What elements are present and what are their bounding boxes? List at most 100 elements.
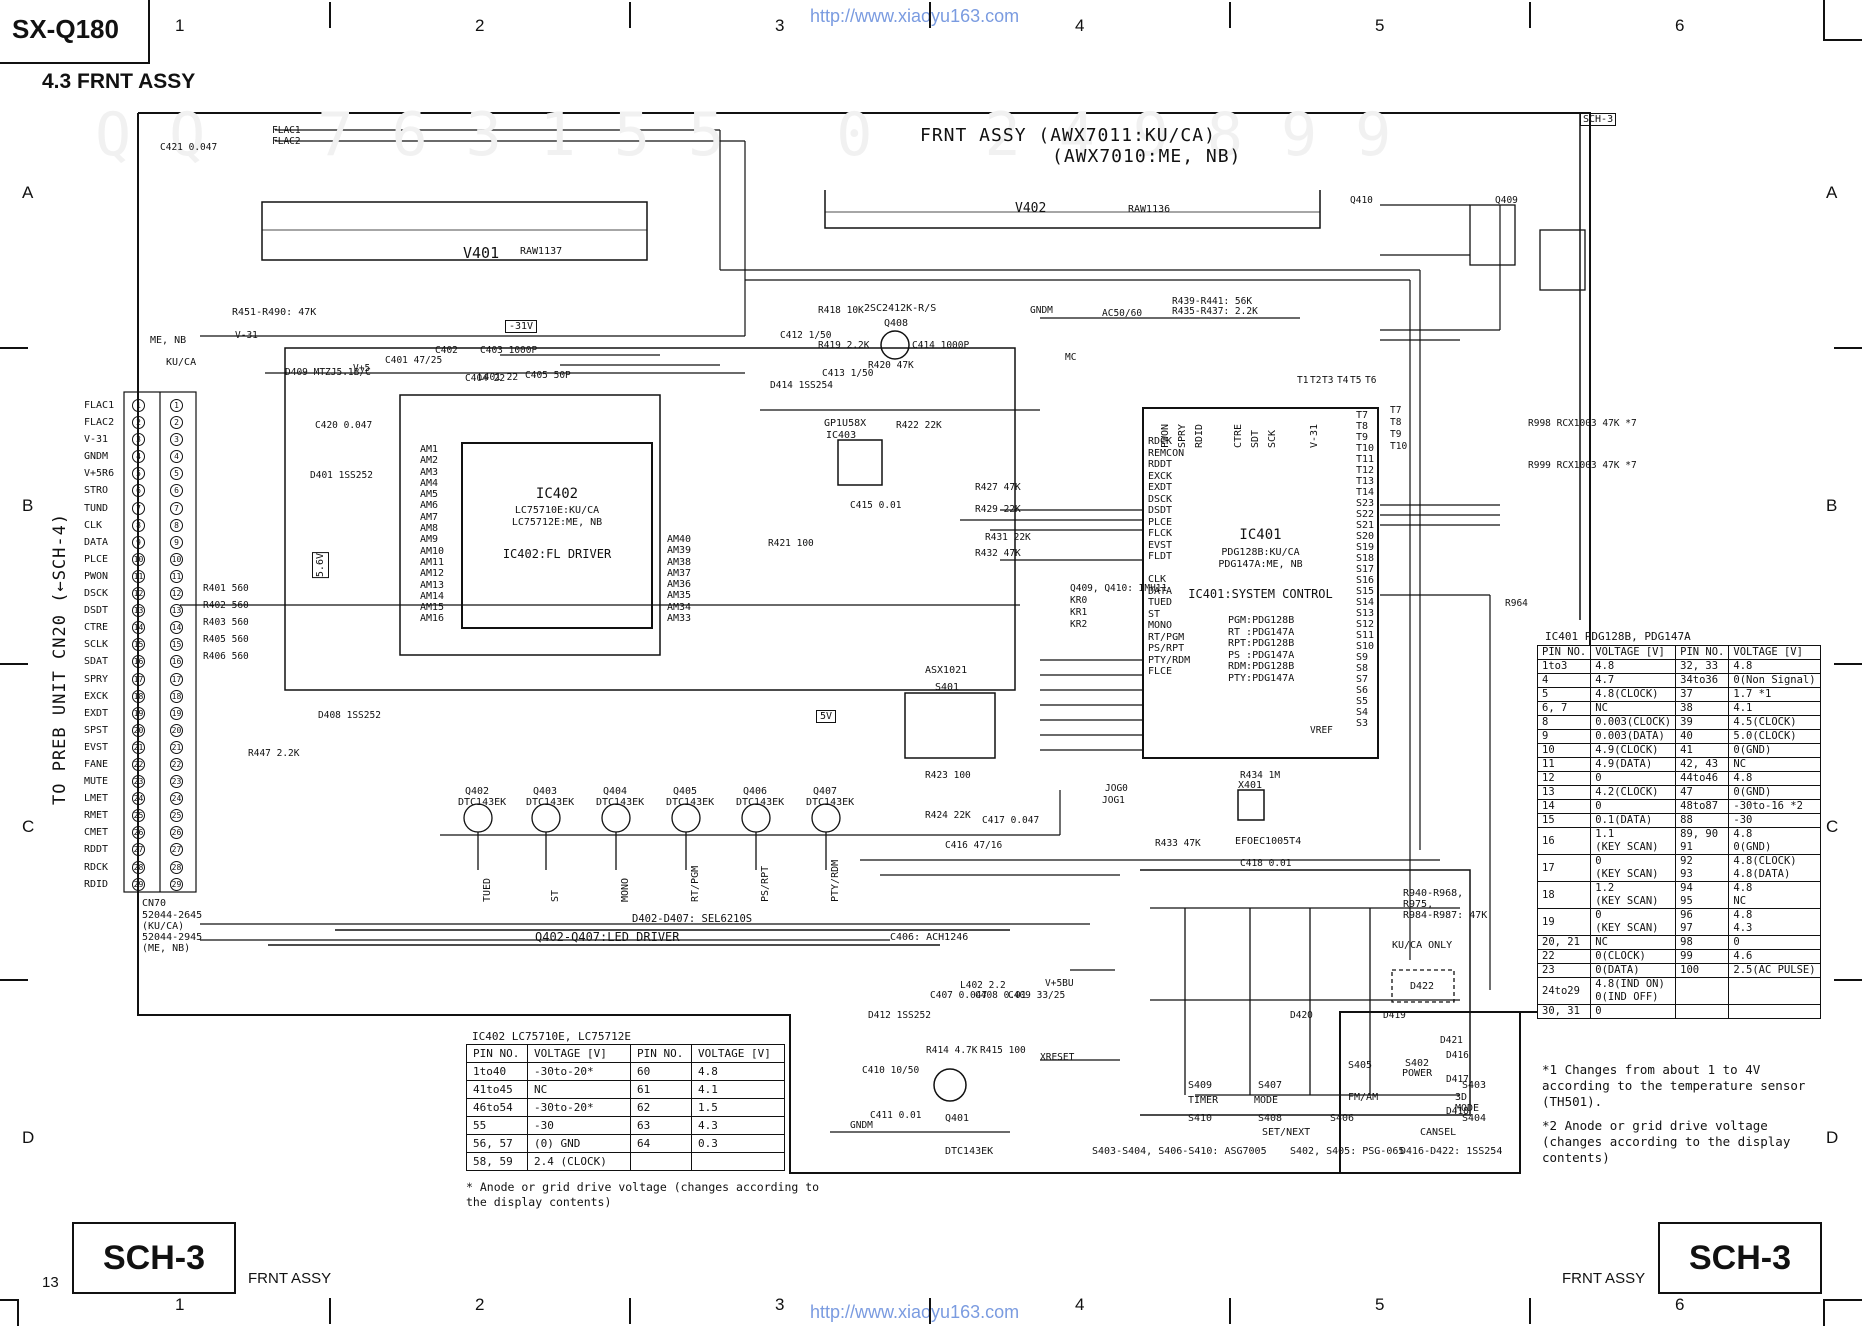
q401-part: DTC143EK	[945, 1146, 994, 1157]
net-label: T2	[1310, 375, 1322, 386]
table-cell: 0 (KEY SCAN)	[1590, 854, 1677, 882]
table-cell: 96 97	[1675, 908, 1730, 936]
table-cell: 1.5	[691, 1098, 785, 1117]
ic401-top-pin-label: SCK	[1267, 429, 1278, 448]
connector-pin-number: 5	[170, 467, 183, 481]
connector-pin-label: TUND	[84, 502, 109, 514]
ic401-pin-label: ST	[1148, 608, 1161, 620]
ic402-pin-label: AM5	[420, 489, 439, 501]
ic401-pin-label: RDCK	[1148, 436, 1173, 447]
connector-pin-number: 28	[170, 860, 183, 874]
table-cell: 2.5(AC PULSE)	[1728, 963, 1821, 978]
grid-col-top-1: 1	[175, 16, 185, 35]
table-cell: 41to45	[466, 1080, 528, 1099]
connector-pin-number: 2	[132, 416, 145, 430]
net-label: FLAC2	[272, 136, 301, 147]
table-cell: 0	[1590, 1004, 1677, 1019]
table-cell: 0	[1590, 799, 1677, 814]
schematic-title-2: (AWX7010:ME, NB)	[1052, 146, 1242, 167]
capacitor-label: L402 2.2	[960, 980, 1006, 991]
connector-pin-label: RDCK	[84, 861, 109, 873]
ic401-pin-label: S9	[1356, 652, 1369, 663]
table-cell: 20, 21	[1536, 935, 1592, 950]
capacitor-label: C411 0.01	[870, 1110, 922, 1121]
ic401-variant-label: RPT:PDG128B	[1228, 638, 1295, 649]
table-cell	[1675, 977, 1730, 1005]
net-label: T9	[1390, 429, 1402, 440]
resistor-label: R427 47K	[975, 482, 1021, 493]
ic401-pin-label: RT/PGM	[1148, 631, 1185, 643]
ic401-pin-label: DATA	[1148, 585, 1173, 597]
ic402-pin-label: AM11	[420, 556, 445, 568]
resistor-label: R414 4.7K	[926, 1045, 978, 1056]
capacitor-label: C408 0.01	[975, 990, 1027, 1001]
v401-name: V401	[463, 244, 500, 262]
url-top[interactable]: http://www.xiaoyu163.com	[810, 6, 1020, 26]
table-cell: 0.3	[691, 1134, 785, 1153]
diode-label: D409 MTZJ5.1B/C	[285, 367, 371, 378]
grid-col-bottom-5: 5	[1375, 1295, 1385, 1314]
table-header-cell: VOLTAGE [V]	[691, 1044, 785, 1063]
s401-part: ASX1021	[925, 665, 968, 676]
table-note: *2 Anode or grid drive voltage (changes …	[1542, 1118, 1791, 1165]
switch-function-label: 3D MODE	[1455, 1092, 1480, 1114]
page-number: 13	[42, 1274, 59, 1291]
connector-pin-number: 15	[132, 638, 145, 652]
capacitor-label: C402	[435, 345, 458, 356]
connector-variant-ku-ca: KU/CA	[166, 357, 197, 368]
diode-label: D418	[1446, 1106, 1469, 1117]
led-signal-label: PS/RPT	[760, 865, 771, 902]
table-cell	[1675, 1004, 1730, 1019]
capacitor-label: C421 0.047	[160, 142, 218, 153]
table-note: *1 Changes from about 1 to 4V according …	[1542, 1062, 1806, 1109]
net-label: T6	[1365, 375, 1377, 386]
grid-col-bottom-6: 6	[1675, 1295, 1685, 1314]
connector-pin-number: 8	[132, 518, 145, 532]
table-cell: NC	[527, 1080, 631, 1099]
resistor-label: R964	[1505, 598, 1528, 609]
connector-pin-number: 10	[170, 552, 183, 566]
connector-pin-label: CMET	[84, 827, 109, 839]
connector-variant-me-nb: ME, NB	[150, 335, 187, 346]
ic401-variant-label: RDM:PDG128B	[1228, 661, 1295, 672]
connector-pin-label: SPRY	[84, 673, 109, 685]
connector-pin-number: 9	[170, 535, 183, 549]
net-label: Q410	[1350, 195, 1373, 206]
ic401-pin-label: S21	[1356, 520, 1375, 531]
connector-pin-number: 26	[132, 826, 145, 840]
voltage-tag-minus31: -31V	[505, 320, 538, 333]
x401-part: EFOEC1005T4	[1235, 836, 1302, 847]
connector-pin-number: 7	[132, 501, 145, 515]
switch-ref: S405	[1348, 1060, 1373, 1071]
ic401-pin-label: S12	[1356, 619, 1375, 630]
diode-label: D414 1SS254	[770, 380, 833, 391]
table-cell: 8	[1536, 715, 1592, 730]
capacitor-label: C420 0.047	[315, 420, 373, 431]
table-cell: 4.8(CLOCK) 4.8(DATA)	[1728, 854, 1821, 882]
model-number: SX-Q180	[12, 14, 119, 44]
connector-pin-number: 4	[170, 450, 183, 464]
url-bottom[interactable]: http://www.xiaoyu163.com	[810, 1302, 1020, 1322]
ic401-pin-label: T10	[1356, 443, 1375, 454]
connector-pin-number: 20	[132, 723, 145, 737]
table-cell: 6, 7	[1536, 701, 1592, 716]
table-cell: 56, 57	[466, 1134, 528, 1153]
resistor-label: R422 22K	[896, 420, 942, 431]
connector-pin-label: FLAC2	[84, 417, 115, 429]
ic401-top-pin-label: CTRE	[1233, 423, 1244, 448]
resistor-label: R434 1M	[1240, 770, 1281, 781]
